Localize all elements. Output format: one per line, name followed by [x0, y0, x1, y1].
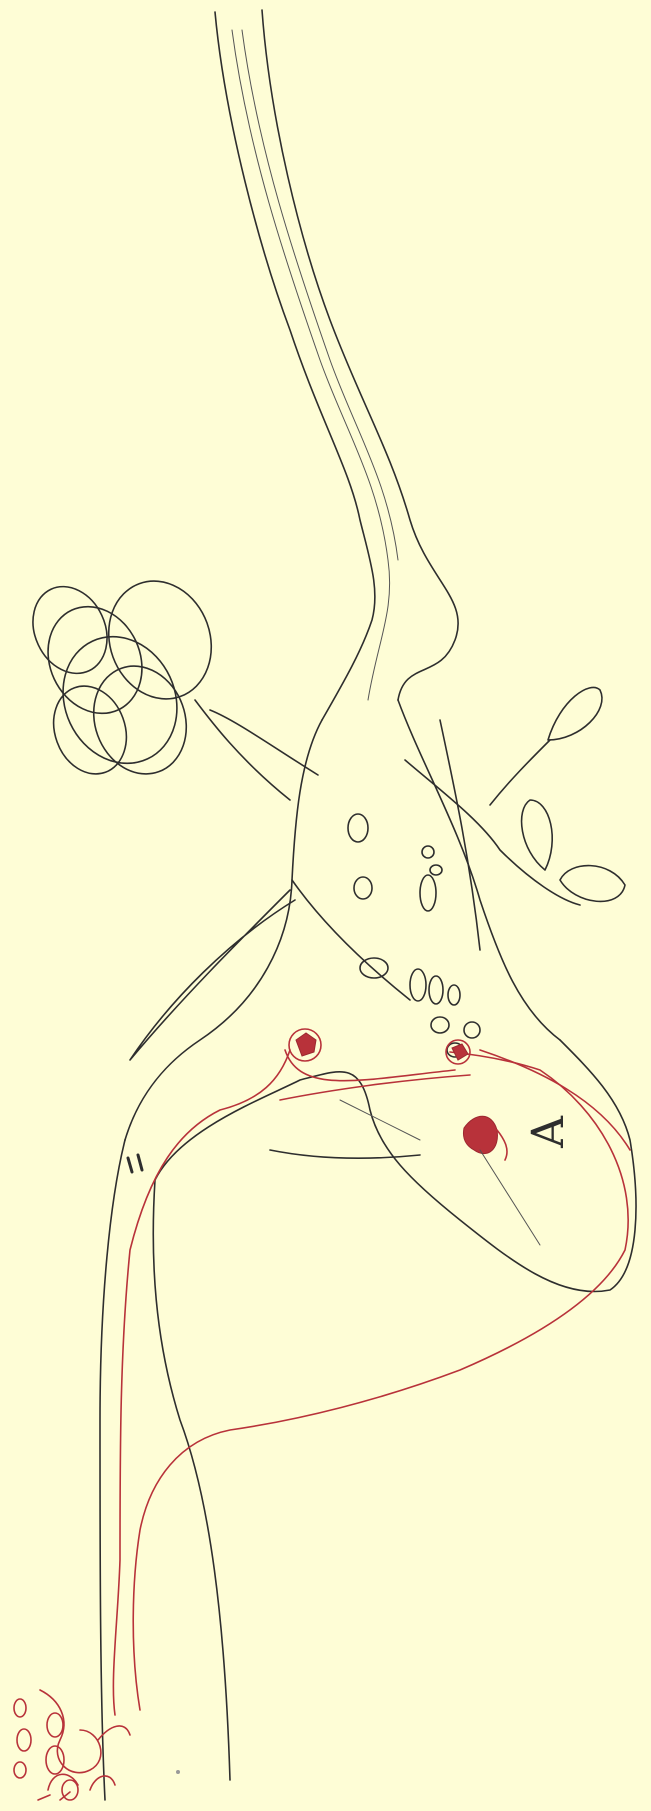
coiled-loops	[19, 567, 318, 800]
nerve-trunk	[215, 10, 458, 720]
figure-label: A	[529, 1105, 569, 1159]
red-scribble-cluster	[14, 1690, 130, 1800]
paper-speck	[176, 1770, 180, 1774]
tick-marks	[128, 1155, 142, 1172]
ganglion-body	[125, 700, 560, 1140]
leaf-branches	[405, 687, 625, 905]
spindle-branch	[130, 890, 295, 1060]
